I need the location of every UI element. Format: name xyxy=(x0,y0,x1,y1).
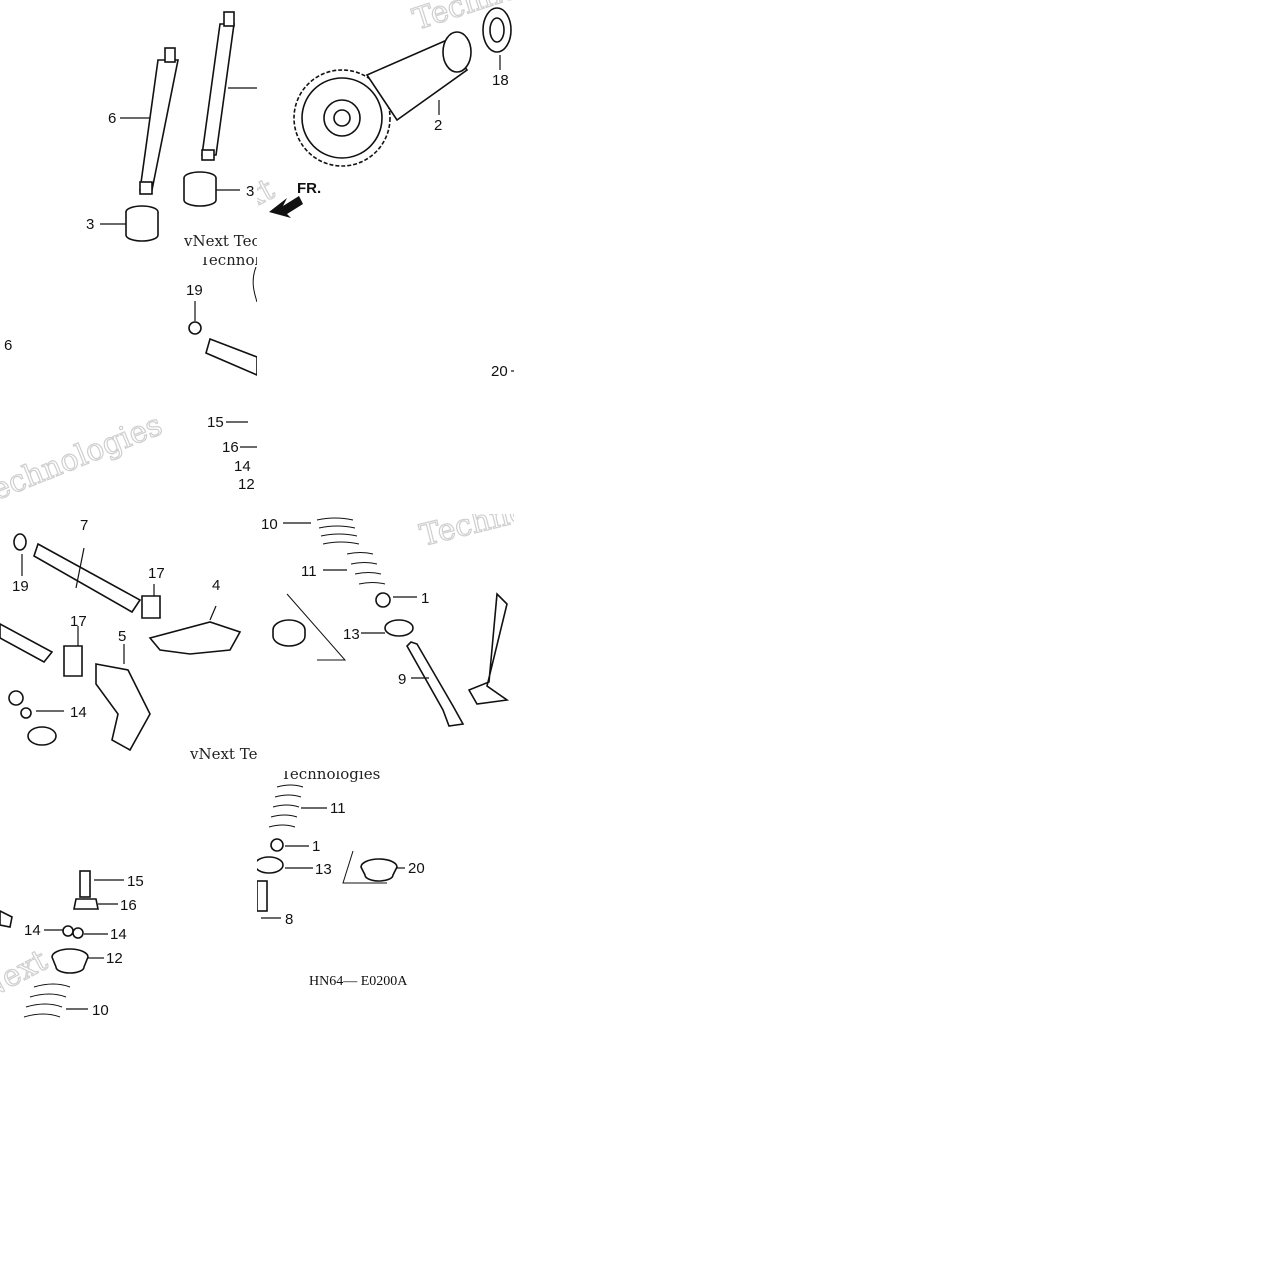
callout-14: 14 xyxy=(70,704,87,721)
tile-adjusters: 15 16 14 14 12 10 vNext xyxy=(0,771,257,1028)
washer-19 xyxy=(13,533,27,551)
watermark-text: vNext Technologies xyxy=(189,745,257,763)
tappet-upper xyxy=(183,171,217,207)
rocker-arm-4 xyxy=(148,621,242,655)
callout-6: 6 xyxy=(108,110,116,127)
seal-20 xyxy=(272,619,306,647)
tile-blank-20: 20 xyxy=(257,257,514,514)
rocker-shaft xyxy=(205,337,257,376)
callout-2: 2 xyxy=(434,117,442,134)
watermark-text: Technologies xyxy=(200,257,257,269)
callout-3: 3 xyxy=(246,183,254,200)
callout-14: 14 xyxy=(234,458,251,475)
diagram-code: HN64— E0200A xyxy=(309,974,408,989)
callout-13: 13 xyxy=(315,861,332,878)
callout-20: 20 xyxy=(408,860,425,877)
callout-20: 20 xyxy=(491,363,508,380)
valve-spring-outer xyxy=(316,517,360,545)
callout-10: 10 xyxy=(261,516,278,533)
valve-9 xyxy=(406,641,465,727)
callout-1: 1 xyxy=(312,838,320,855)
washer-19 xyxy=(188,321,202,335)
tile-camshaft: FR. 2 18 Technologies vNext xyxy=(257,0,514,257)
callout-1: 1 xyxy=(421,590,429,607)
callout-13: 13 xyxy=(343,626,360,643)
rocker-shaft-partial xyxy=(0,623,54,664)
callout-12: 12 xyxy=(106,950,123,967)
callout-14: 14 xyxy=(110,926,127,943)
pushrod-left xyxy=(139,47,179,195)
seat-13 xyxy=(384,619,414,637)
tile-pushrods: 6 3 3 vNext Technologies xyxy=(0,0,257,257)
watermark-text: Technologies xyxy=(281,771,380,783)
watermark-technologies: Technologies xyxy=(0,408,167,514)
callout-16: 16 xyxy=(120,897,137,914)
nut-16 xyxy=(73,898,99,910)
adjuster-screw-15 xyxy=(79,870,91,898)
callout-11: 11 xyxy=(330,800,346,817)
callout-9: 9 xyxy=(398,671,406,688)
pushrod-right xyxy=(201,11,235,161)
camshaft-lobe xyxy=(365,31,472,122)
tile-valve-exhaust: 11 1 13 20 8 HN64— E0200A Technologies xyxy=(257,771,514,1028)
watermark-technologies: Technologies xyxy=(416,514,514,554)
cotter-1 xyxy=(375,592,391,608)
seal-20 xyxy=(360,858,398,882)
callout-11: 11 xyxy=(301,563,317,580)
watermark-vnext: vNext xyxy=(0,943,53,1017)
callout-8: 8 xyxy=(285,911,293,928)
callout-16: 16 xyxy=(222,439,239,456)
plate-17-lower xyxy=(63,645,83,677)
rocker-arm-5 xyxy=(95,663,151,752)
callout-6: 6 xyxy=(4,337,12,354)
tile-valves: 10 11 1 13 9 Technologies xyxy=(257,514,514,771)
callout-15: 15 xyxy=(127,873,144,890)
tile-rocker-arms: 7 19 17 4 17 5 14 vNext Technologies xyxy=(0,514,257,771)
callout-12: 12 xyxy=(238,476,255,493)
front-marker: FR. xyxy=(297,180,321,197)
plate-17-upper xyxy=(141,595,161,619)
callout-3: 3 xyxy=(86,216,94,233)
callout-10: 10 xyxy=(92,1002,109,1019)
callout-5: 5 xyxy=(118,628,126,645)
tile-rocker-partial: 6 19 15 16 14 12 Technologies Technologi… xyxy=(0,257,257,514)
callout-17: 17 xyxy=(148,565,165,582)
callout-7: 7 xyxy=(80,517,88,534)
callout-18: 18 xyxy=(492,72,509,89)
callout-19: 19 xyxy=(186,282,203,299)
tappet-lower xyxy=(125,205,159,242)
rocker-shaft-7 xyxy=(33,542,142,614)
callout-19: 19 xyxy=(12,578,29,595)
retainer-12 xyxy=(51,948,89,974)
front-arrow-icon xyxy=(269,196,303,218)
callout-4: 4 xyxy=(212,577,220,594)
callout-14: 14 xyxy=(24,922,41,939)
callout-17: 17 xyxy=(70,613,87,630)
valve-spring-inner xyxy=(346,552,386,585)
valve-8 xyxy=(467,592,510,705)
camshaft-gear xyxy=(293,69,391,167)
bearing-18 xyxy=(482,7,512,53)
callout-15: 15 xyxy=(207,414,224,431)
watermark-text: vNext Technologies xyxy=(183,232,257,250)
